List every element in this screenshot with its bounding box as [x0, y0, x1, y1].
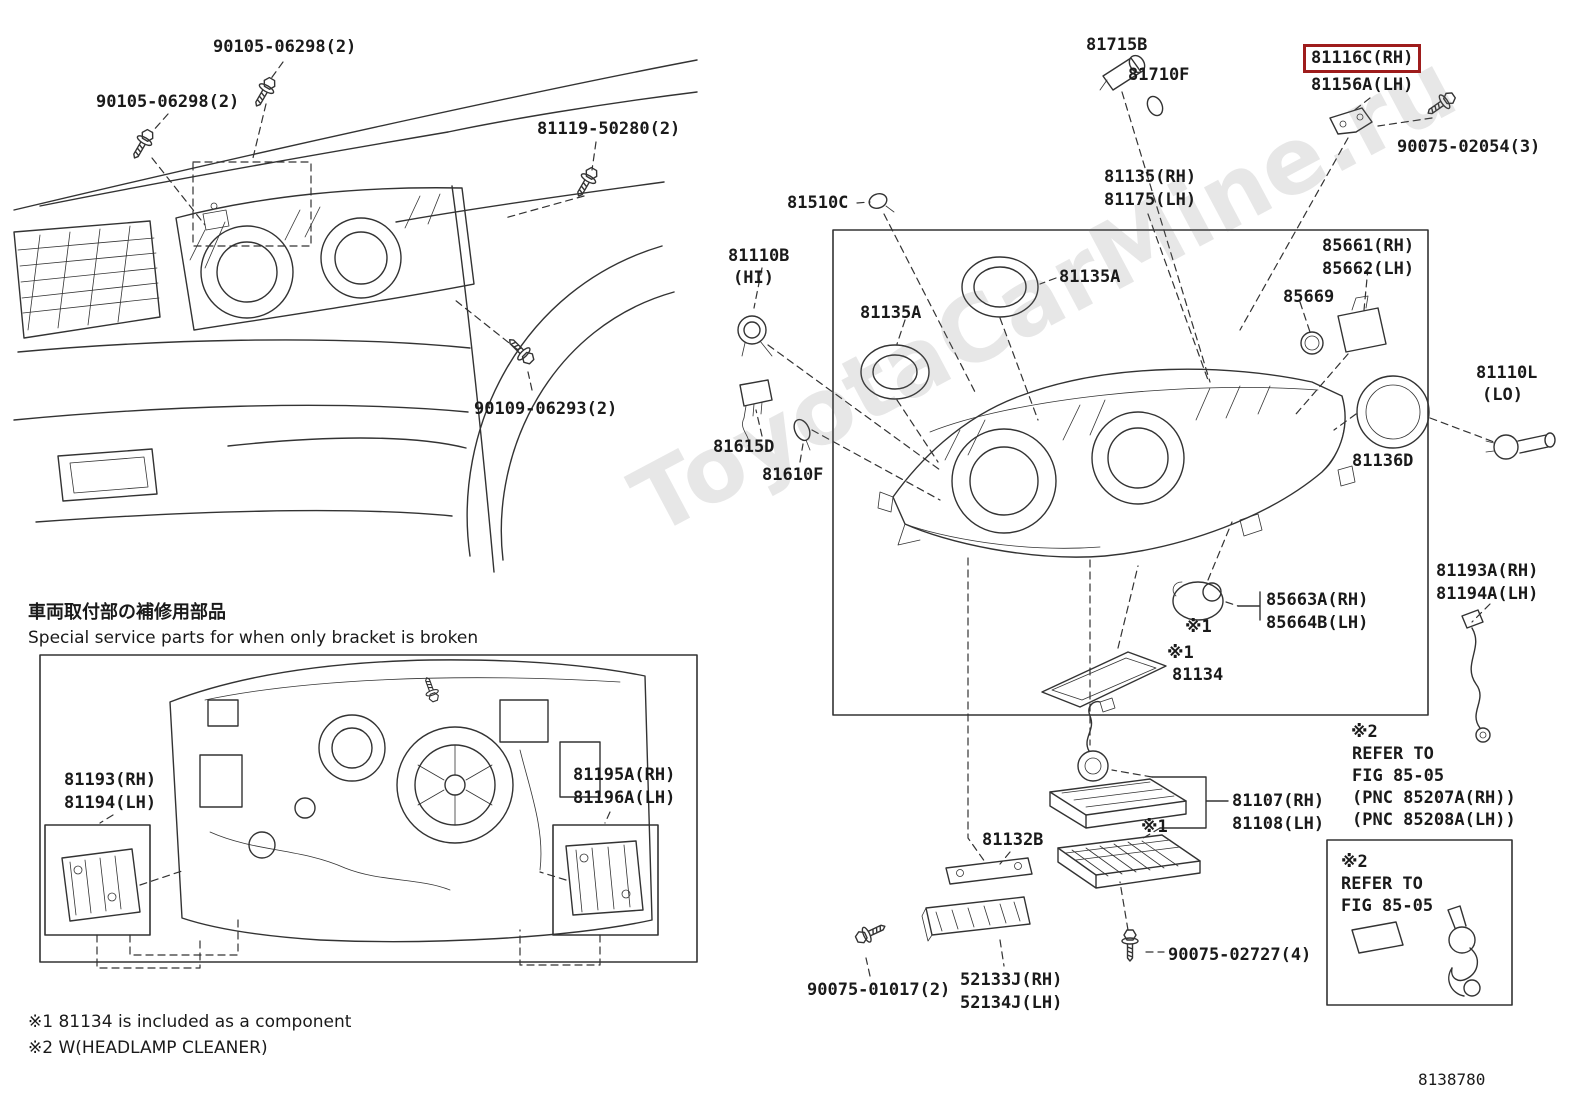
part-label-90075-02054-3: 90075-02054(3): [1397, 137, 1541, 157]
main-headlamp-assembly: [737, 54, 1556, 743]
part-label-refer-to: REFER TO: [1341, 874, 1423, 894]
part-label-81510c: 81510C: [787, 193, 849, 213]
part-label-1: ※1: [1141, 817, 1168, 837]
part-label-90109-06293-2: 90109-06293(2): [474, 399, 618, 419]
part-label-81132b: 81132B: [982, 830, 1044, 850]
part-label-81175-lh: 81175(LH): [1104, 190, 1197, 210]
part-label-81116c-rh: 81116C(RH): [1303, 44, 1422, 73]
part-label-fig-85-05: FIG 85-05: [1352, 766, 1445, 786]
figure-number: 8138780: [1418, 1070, 1486, 1089]
part-label-90105-06298-2: 90105-06298(2): [213, 37, 357, 57]
part-label-2: ※2: [1341, 852, 1368, 872]
part-label-90075-01017-2: 90075-01017(2): [807, 980, 951, 1000]
part-label-85663a-rh: 85663A(RH): [1266, 590, 1369, 610]
cleaner-parts: [1326, 839, 1513, 1006]
part-label-81110b: 81110B: [728, 246, 790, 266]
part-label-85664b-lh: 85664B(LH): [1266, 613, 1369, 633]
part-label-81135a: 81135A: [860, 303, 922, 323]
part-label-refer-to: REFER TO: [1352, 744, 1434, 764]
part-label-81195a-rh: 81195A(RH): [573, 765, 676, 785]
part-label-52134j-lh: 52134J(LH): [960, 993, 1063, 1013]
part-label-81193-rh: 81193(RH): [64, 770, 157, 790]
part-label-81107-rh: 81107(RH): [1232, 791, 1325, 811]
part-label-81615d: 81615D: [713, 437, 775, 457]
part-label-81194a-lh: 81194A(LH): [1436, 584, 1539, 604]
part-label-2: ※2: [1351, 722, 1378, 742]
part-label-90105-06298-2: 90105-06298(2): [96, 92, 240, 112]
part-label-lo: (LO): [1482, 385, 1523, 405]
part-label-81193a-rh: 81193A(RH): [1436, 561, 1539, 581]
part-label-81194-lh: 81194(LH): [64, 793, 157, 813]
ballast-assembly: [852, 557, 1229, 977]
note-english: Special service parts for when only brac…: [28, 628, 479, 648]
part-label-81135-rh: 81135(RH): [1104, 167, 1197, 187]
part-label-81610f: 81610F: [762, 465, 824, 485]
note-japanese: 車両取付部の補修用部品: [28, 602, 226, 623]
rear-headlamp-assembly: [39, 654, 698, 969]
part-label-81710f: 81710F: [1128, 65, 1190, 85]
part-label-pnc-85208a-lh: (PNC 85208A(LH)): [1352, 810, 1516, 830]
part-label-pnc-85207a-rh: (PNC 85207A(RH)): [1352, 788, 1516, 808]
part-label-fig-85-05: FIG 85-05: [1341, 896, 1434, 916]
car-front-sketch: [13, 59, 698, 573]
part-label-81156a-lh: 81156A(LH): [1311, 75, 1414, 95]
part-label-81108-lh: 81108(LH): [1232, 814, 1325, 834]
part-label-81110l: 81110L: [1476, 363, 1538, 383]
part-label-1: ※1: [1167, 643, 1194, 663]
part-label-81136d: 81136D: [1352, 451, 1414, 471]
part-label-81196a-lh: 81196A(LH): [573, 788, 676, 808]
part-label-81715b: 81715B: [1086, 35, 1148, 55]
part-label-85669: 85669: [1283, 287, 1335, 307]
part-label-85662-lh: 85662(LH): [1322, 259, 1415, 279]
part-label-85661-rh: 85661(RH): [1322, 236, 1415, 256]
part-label-90075-02727-4: 90075-02727(4): [1168, 945, 1312, 965]
footnote-2: ※2 W(HEADLAMP CLEANER): [28, 1038, 268, 1058]
part-label-81135a: 81135A: [1059, 267, 1121, 287]
part-label-52133j-rh: 52133J(RH): [960, 970, 1063, 990]
part-label-hi: (HI): [733, 268, 774, 288]
footnote-1: ※1 81134 is included as a component: [28, 1012, 352, 1032]
part-label-1: ※1: [1185, 617, 1212, 637]
part-label-81134: 81134: [1172, 665, 1224, 685]
part-label-81119-50280-2: 81119-50280(2): [537, 119, 681, 139]
